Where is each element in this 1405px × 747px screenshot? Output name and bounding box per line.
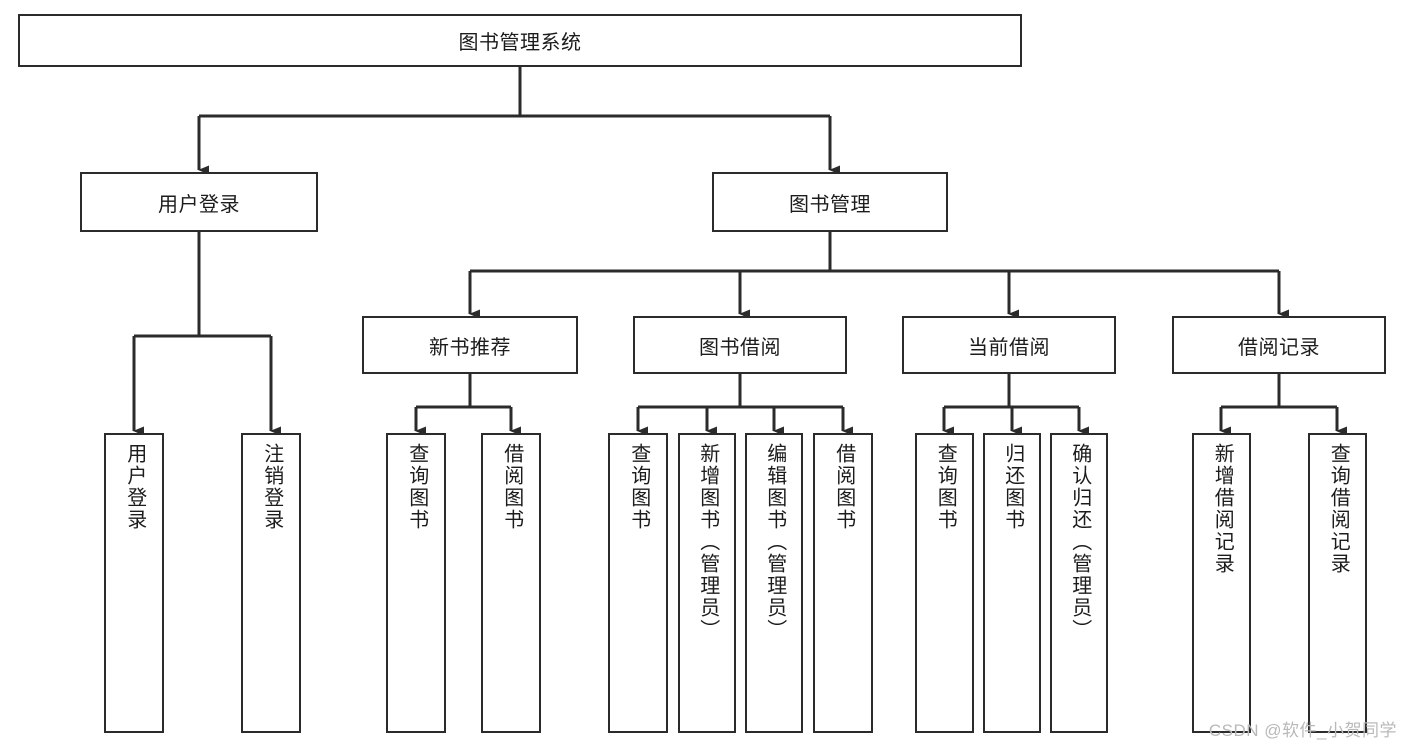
node-leaf-borrow-book-2[interactable]: 借阅图书 (813, 433, 873, 733)
node-leaf-query-book-3[interactable]: 查询图书 (915, 433, 974, 733)
node-borrow-record[interactable]: 借阅记录 (1172, 316, 1386, 374)
node-label: 用户登录 (158, 193, 240, 216)
node-label: 借阅图书 (832, 443, 855, 531)
node-label: 借阅记录 (1238, 336, 1320, 359)
node-label: 新增借阅记录 (1211, 443, 1234, 575)
node-label: 图书管理 (789, 193, 871, 216)
node-label: 注销登录 (260, 443, 283, 531)
node-leaf-query-record[interactable]: 查询借阅记录 (1308, 433, 1367, 733)
node-label: 新增图书（管理员） (696, 443, 719, 641)
node-label: 查询图书 (627, 443, 650, 531)
node-leaf-borrow-book-1[interactable]: 借阅图书 (481, 433, 541, 733)
node-label: 查询图书 (934, 443, 957, 531)
node-label: 图书管理系统 (458, 32, 582, 54)
node-user-login[interactable]: 用户登录 (80, 172, 318, 232)
node-book-manage[interactable]: 图书管理 (712, 172, 948, 232)
node-book-borrow[interactable]: 图书借阅 (633, 316, 847, 374)
node-label: 确认归还（管理员） (1068, 443, 1091, 641)
node-label: 当前借阅 (968, 336, 1050, 359)
node-leaf-edit-book[interactable]: 编辑图书（管理员） (745, 433, 803, 733)
node-label: 查询图书 (405, 443, 428, 531)
node-leaf-confirm-return[interactable]: 确认归还（管理员） (1050, 433, 1108, 733)
node-leaf-query-book-1[interactable]: 查询图书 (386, 433, 446, 733)
node-new-book-rec[interactable]: 新书推荐 (362, 316, 578, 374)
node-leaf-user-login[interactable]: 用户登录 (104, 433, 164, 733)
node-leaf-logout[interactable]: 注销登录 (241, 433, 301, 733)
node-label: 归还图书 (1001, 443, 1024, 531)
node-leaf-return-book[interactable]: 归还图书 (983, 433, 1041, 733)
node-current-borrow[interactable]: 当前借阅 (902, 316, 1116, 374)
node-label: 编辑图书（管理员） (763, 443, 786, 641)
node-label: 图书借阅 (699, 336, 781, 359)
node-leaf-add-book[interactable]: 新增图书（管理员） (678, 433, 736, 733)
node-label: 查询借阅记录 (1327, 443, 1350, 575)
node-label: 借阅图书 (500, 443, 523, 531)
node-leaf-add-record[interactable]: 新增借阅记录 (1192, 433, 1251, 733)
node-leaf-query-book-2[interactable]: 查询图书 (608, 433, 668, 733)
node-label: 用户登录 (123, 443, 146, 531)
node-label: 新书推荐 (429, 336, 511, 359)
node-root[interactable]: 图书管理系统 (18, 14, 1022, 67)
